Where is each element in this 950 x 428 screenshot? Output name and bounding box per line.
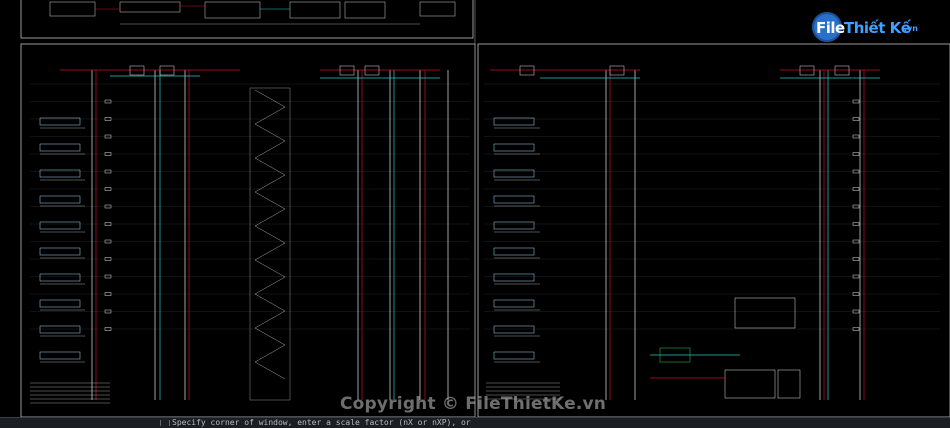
- floor-tag-right-11: [852, 292, 860, 296]
- bay-left-0: [39, 117, 81, 126]
- bay-left-7: [39, 299, 81, 308]
- bay-left-2: [39, 169, 81, 178]
- pump-box-a: [734, 297, 796, 329]
- right-sheet-frame: [477, 43, 950, 418]
- floor-tag-left-13: [104, 327, 112, 331]
- floor-tag-right-10: [852, 274, 860, 279]
- valve-block-3: [364, 65, 380, 76]
- floor-tag-right-1: [852, 117, 860, 121]
- valve-block-5: [609, 65, 625, 76]
- valve-block-1: [159, 65, 175, 76]
- floor-tag-left-6: [104, 204, 112, 209]
- floor-tag-left-9: [104, 257, 112, 261]
- bay-right-6: [493, 273, 535, 282]
- floor-tag-left-2: [104, 134, 112, 139]
- bay-left-8: [39, 325, 81, 334]
- valve-block-4: [519, 65, 535, 76]
- logo-mark-icon: [812, 12, 842, 42]
- drawing-canvas[interactable]: File Thiết Kế .vn Copyright © FileThietK…: [0, 0, 950, 418]
- pump-symbol: [659, 347, 691, 363]
- top-block-3: [289, 1, 341, 19]
- sheet-frames: [20, 0, 950, 418]
- floor-tag-right-6: [852, 204, 860, 209]
- valve-block-6: [799, 65, 815, 76]
- floor-tag-right-2: [852, 134, 860, 139]
- floor-tag-right-4: [852, 169, 860, 174]
- cad-drawing[interactable]: [0, 0, 950, 418]
- bay-right-2: [493, 169, 535, 178]
- valve-block-0: [129, 65, 145, 76]
- floor-tag-left-10: [104, 274, 112, 279]
- site-logo: File Thiết Kế .vn: [812, 12, 920, 42]
- floor-tag-left-5: [104, 187, 112, 191]
- top-block-0: [49, 1, 96, 17]
- floor-tag-left-0: [104, 99, 112, 104]
- floor-tag-right-13: [852, 327, 860, 331]
- floor-tag-right-3: [852, 152, 860, 156]
- pump-box-b: [724, 369, 776, 399]
- bay-right-7: [493, 299, 535, 308]
- bay-right-4: [493, 221, 535, 230]
- floor-tag-left-3: [104, 152, 112, 156]
- bay-right-0: [493, 117, 535, 126]
- top-block-4: [344, 1, 386, 19]
- left-sheet-frame: [20, 43, 476, 418]
- top-block-5: [419, 1, 456, 17]
- bay-right-3: [493, 195, 535, 204]
- bay-left-9: [39, 351, 81, 360]
- bay-right-8: [493, 325, 535, 334]
- command-line-grip-icon[interactable]: [160, 420, 170, 426]
- valve-block-2: [339, 65, 355, 76]
- command-prompt-text: Specify corner of window, enter a scale …: [172, 418, 471, 427]
- top-block-2: [204, 1, 261, 19]
- floor-tag-right-7: [852, 222, 860, 226]
- stair-column: [249, 87, 291, 401]
- logo-text-suffix: .vn: [904, 24, 918, 33]
- floor-tag-right-9: [852, 257, 860, 261]
- floor-tag-left-4: [104, 169, 112, 174]
- floor-tag-right-12: [852, 309, 860, 314]
- bay-left-5: [39, 247, 81, 256]
- copyright-watermark: Copyright © FileThietKe.vn: [340, 394, 607, 414]
- bay-right-9: [493, 351, 535, 360]
- bay-right-5: [493, 247, 535, 256]
- bay-left-4: [39, 221, 81, 230]
- floor-tag-left-12: [104, 309, 112, 314]
- logo-text-file: File: [816, 19, 845, 37]
- top-block-1: [119, 1, 181, 13]
- bay-left-6: [39, 273, 81, 282]
- top-sheet-frame-left: [20, 0, 474, 39]
- floor-tag-left-11: [104, 292, 112, 296]
- floor-tag-right-8: [852, 239, 860, 244]
- command-line[interactable]: Specify corner of window, enter a scale …: [0, 417, 950, 428]
- bay-left-1: [39, 143, 81, 152]
- logo-text-brand: Thiết Kế: [844, 19, 911, 37]
- valve-block-7: [834, 65, 850, 76]
- floor-tag-right-0: [852, 99, 860, 104]
- floor-tag-left-7: [104, 222, 112, 226]
- bay-left-3: [39, 195, 81, 204]
- floor-tag-left-8: [104, 239, 112, 244]
- bay-right-1: [493, 143, 535, 152]
- floor-tag-left-1: [104, 117, 112, 121]
- floor-tag-right-5: [852, 187, 860, 191]
- pump-box-c: [777, 369, 801, 399]
